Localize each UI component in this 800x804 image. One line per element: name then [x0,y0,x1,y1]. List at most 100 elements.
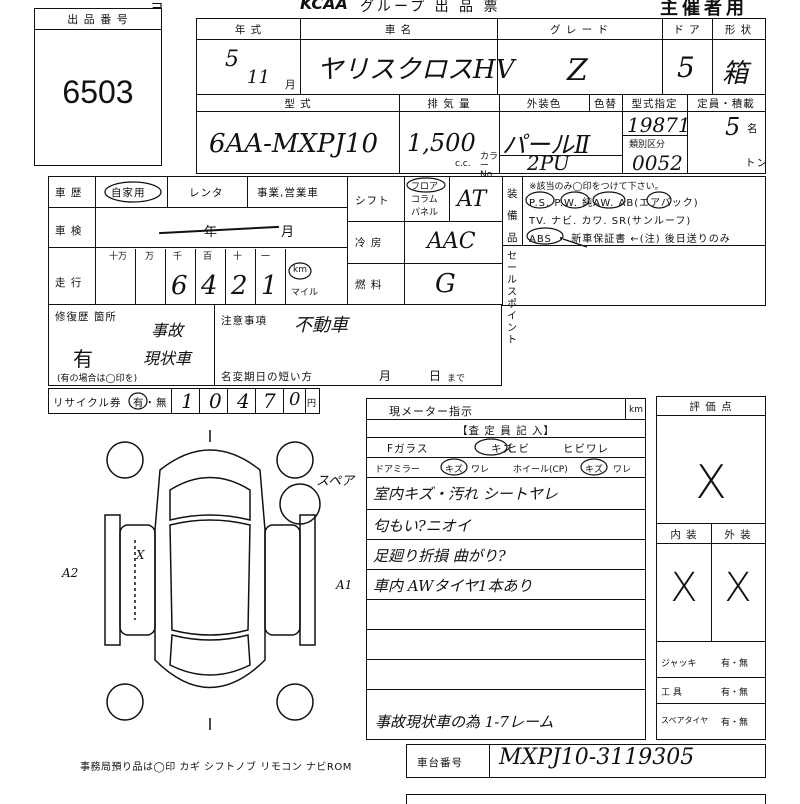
designation-value: 19871 [627,113,691,137]
deadline-day: 日 [429,369,443,383]
mileage-digit-2: 4 [201,271,218,301]
repair-value: 有 [73,347,93,371]
color-code-value: 2PU [527,151,570,175]
lot-label: 出 品 番 号 [67,13,129,26]
history-option-rental: レンタ [189,187,224,199]
accessory-tools-name: 工 具 [661,688,682,698]
mileage-digit-label-0: 十万 [109,252,128,262]
mileage-digit-3: 2 [231,271,248,301]
displacement-unit: c.c. [455,159,471,169]
doors-label: ド ア [673,24,701,36]
capacity-value: 5 [725,113,741,141]
accessory-jack-name: ジャッキ [661,659,697,669]
mark-a2: A2 [62,566,79,580]
recycle-digit-3: 7 [263,389,276,413]
aircon-value: AAC [427,229,476,254]
accessory-jack-value: 有・無 [721,659,749,669]
office-note: 事務局預り品は◯印 カギ シフトノブ リモコン ナビROM [80,762,352,773]
designation-label: 型式指定 [631,98,678,110]
recycle-options: 有・無 [133,397,168,409]
notes-label: 注意事項 [221,315,267,327]
shift-type-column: コラム [411,195,438,205]
history-label: 車 歴 [55,187,83,199]
deadline-suffix: まで [447,374,466,384]
inspector-block: 現メーター指示 km 【査 定 員 記 入】 Fガラス キズ ヒビ ヒビワレ ド… [366,398,646,740]
history-circle-mark [104,181,162,203]
mileage-unit-km: km [293,265,307,275]
sales-point-label: セールスポイント [507,251,518,346]
month-value: 11 [247,67,270,88]
spare-label: スペア [316,474,355,489]
lot-box: 出 品 番 号 6503 [34,8,162,166]
grade-value: Z [567,53,588,88]
doors-value: 5 [677,51,695,84]
comment-3: 足廻り折損 曲がり? [373,547,506,565]
lot-number: 6503 [62,74,134,110]
mark-x: X [136,548,145,562]
wheel-scratch: キズ [585,465,604,475]
mileage-unit-mile: マイル [291,288,319,298]
aircon-label: 冷 房 [355,237,383,249]
mileage-digit-1: 6 [171,271,188,301]
inspection-month-unit: 月 [281,225,296,240]
wheel-circle-mark [580,458,608,476]
year-value: 5 [225,47,239,72]
repair-label: 修復歴 箇所 [55,311,117,323]
equipment-vertical-label: 装備品 [507,188,519,244]
chassis-label: 車台番号 [417,757,463,769]
month-unit: 月 [285,79,297,91]
mileage-digit-label-3: 百 [203,252,213,262]
shape-value: 箱 [722,59,749,89]
meter-unit: km [629,405,643,415]
exterior-label: 外 装 [724,529,752,541]
shift-type-panel: パネル [411,208,439,218]
equipment-circle-marks [525,191,672,248]
history-option-business: 事業,営業車 [257,187,319,199]
model-label: 型 式 [284,98,312,110]
mileage-digit-label-1: 万 [145,252,155,262]
glass-crack: ヒビ [507,443,530,455]
accessory-spare-value: 有・無 [721,718,749,728]
accessory-spare-name: スペアタイヤ [661,716,709,725]
evaluation-block: 評 価 点 X 内 装 外 装 X X ジャッキ 有・無 工 具 有・無 スペア… [656,396,766,740]
grade-label: グ レ ー ド [549,24,609,36]
wheel-label: ホイール(CP) [513,465,568,475]
equipment-line-3: ABS ・ 新車保証書 ←(注) 後日送りのみ [529,234,731,245]
wheel-break: ワレ [613,465,632,475]
color-change-label: 色替 [594,98,617,110]
color-code-label: カラー No. [480,152,499,180]
class-value: 0052 [632,151,683,175]
exterior-color-label: 外装色 [526,98,562,110]
recycle-digit-1: 0 [209,389,222,413]
next-row-edge [406,794,766,804]
equipment-note: ※該当のみ◯印をつけて下さい。 [529,182,664,192]
recycle-digit-4: 0 [289,389,301,410]
mileage-digit-label-5: 一 [261,252,271,262]
glass-circle-mark [474,438,508,456]
recycle-digit-2: 4 [237,389,250,413]
status-block: 車 歴 自家用 レンタ 事業,営業車 車 検 年 月 走 行 十万 万 千 百 … [48,176,766,346]
shape-label: 形 状 [724,24,753,36]
interior-value: X [670,565,698,611]
recycle-unit: 円 [307,399,317,409]
inspection-year-unit: 年 [204,225,219,240]
glass-label: Fガラス [387,443,429,455]
chassis-row: 車台番号 MXPJ10-3119305 [406,744,766,778]
displacement-label: 排 気 量 [427,98,471,110]
repair-detail-2: 現状車 [143,349,192,368]
car-name-value: ヤリスクロスHV [317,55,515,85]
model-value: 6AA-MXPJ10 [209,129,379,159]
mark-a1: A1 [336,578,353,592]
inspector-header: 【査 定 員 記 入】 [457,425,555,437]
repair-detail-1: 事故 [151,321,184,340]
mileage-label: 走 行 [55,277,83,289]
mileage-digit-label-4: 十 [233,252,243,262]
shift-value: AT [457,187,487,212]
deadline-month: 月 [379,369,393,383]
class-label: 類別区分 [629,140,666,150]
recycle-row: リサイクル券 有・無 1 0 4 7 0 円 [48,388,320,414]
accessory-tools-value: 有・無 [721,688,749,698]
recycle-label: リサイクル券 [53,397,122,409]
spec-row: 型 式 排 気 量 外装色 色替 型式指定 定員・積載 6AA-MXPJ10 1… [196,94,767,180]
repair-note: (有の場合は◯印を) [57,374,138,384]
